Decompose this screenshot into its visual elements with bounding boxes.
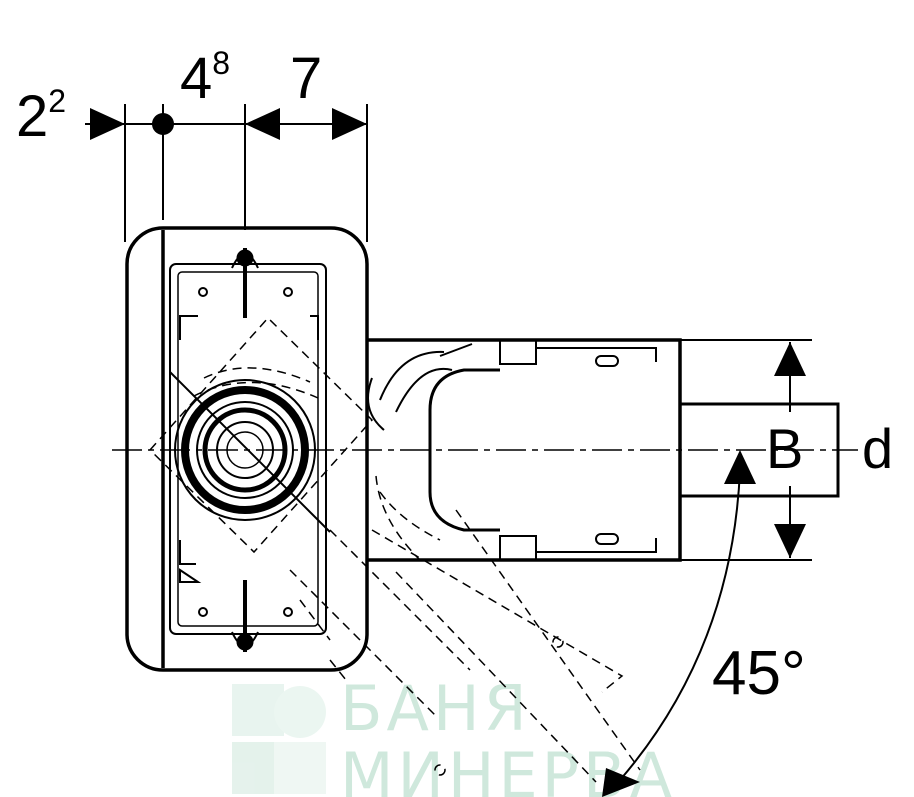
- label-b: B: [766, 417, 803, 480]
- watermark-line2: МИНЕРВА: [340, 739, 676, 797]
- watermark-line1: БАНЯ: [340, 672, 531, 745]
- label-d: d: [862, 417, 893, 480]
- label-angle: 45°: [712, 639, 806, 708]
- mounting-box: [125, 226, 369, 672]
- top-dimension-chain: [85, 104, 368, 242]
- dim-7: 7: [290, 46, 322, 111]
- rotated-position-outline: [148, 316, 641, 783]
- watermark-logo-icon: [232, 684, 326, 794]
- angle-arc: [602, 450, 756, 797]
- outlet-diagonal: [169, 371, 331, 533]
- top-dimension-arrows: [90, 108, 367, 140]
- dim-4-8: 48: [180, 45, 230, 111]
- dim-2-2: 22: [16, 83, 66, 149]
- watermark: БАНЯ МИНЕРВА: [232, 672, 676, 797]
- screw-holes: [198, 287, 293, 617]
- dimension-b-arrows: [774, 342, 806, 558]
